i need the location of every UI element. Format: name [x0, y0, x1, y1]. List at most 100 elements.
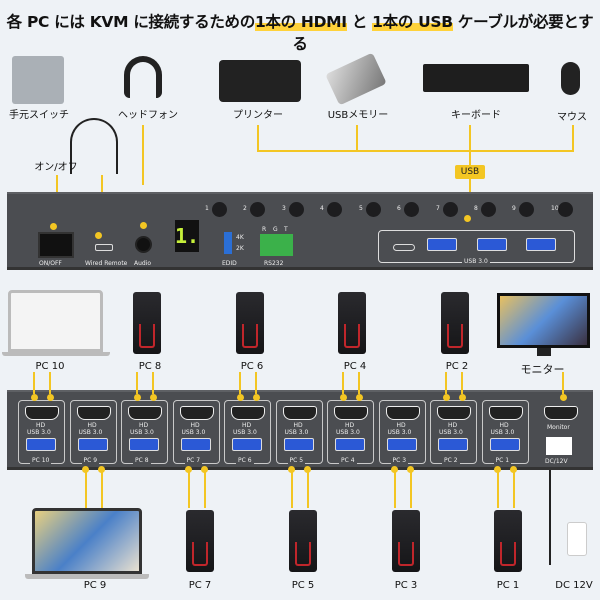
channel-button-6[interactable]	[404, 202, 419, 217]
device-label: PC 5	[291, 580, 315, 591]
hd-text: HD	[87, 422, 97, 429]
edid-switch[interactable]	[224, 232, 232, 254]
audio-jack[interactable]	[135, 236, 152, 253]
usb-port[interactable]	[26, 438, 56, 451]
laptop-pc9	[32, 508, 142, 574]
mouse-icon	[561, 62, 580, 95]
usb-drive-icon	[325, 52, 387, 106]
connection-dot	[304, 466, 311, 473]
hdmi-port[interactable]	[385, 406, 420, 420]
hd-text: HD	[190, 422, 200, 429]
channel-button-5[interactable]	[366, 202, 381, 217]
connection-dot	[458, 394, 466, 401]
channel-button-10[interactable]	[558, 202, 573, 217]
title-text: ケーブルが必要とする	[292, 13, 594, 53]
wire	[203, 470, 206, 508]
headphones-icon	[124, 56, 162, 98]
channel-button-label: 5	[359, 205, 363, 212]
pc-port-label: PC 1	[493, 457, 512, 464]
wire	[461, 372, 463, 394]
wired-remote-text: Wired Remote	[85, 260, 128, 267]
usb30-text: USB 3.0	[130, 429, 154, 436]
connection-dot	[149, 394, 157, 401]
usb-port[interactable]	[283, 438, 314, 451]
channel-button-7[interactable]	[443, 202, 458, 217]
hdmi-port[interactable]	[76, 406, 111, 420]
connection-dot	[140, 222, 147, 229]
hdmi-port[interactable]	[128, 406, 162, 420]
laptop-pc10	[8, 290, 103, 352]
rs232-text: RS232	[264, 260, 284, 267]
usb-c-port[interactable]	[393, 244, 415, 251]
device-label: モニター	[520, 363, 565, 376]
channel-button-3[interactable]	[289, 202, 304, 217]
connection-dot	[46, 394, 54, 401]
connection-dot	[252, 394, 260, 401]
usb-port[interactable]	[489, 438, 520, 451]
pc-tower-8	[133, 292, 161, 354]
device-label: PC 7	[188, 580, 212, 591]
kvm-back-panel: ON/OFF Wired Remote Audio 1. 4K 2K EDID …	[7, 192, 593, 270]
wired-remote-port[interactable]	[95, 244, 113, 251]
pc-port-label: PC 6	[236, 457, 254, 464]
laptop-base	[2, 352, 110, 356]
usb-port[interactable]	[526, 238, 556, 251]
hdmi-port[interactable]	[437, 406, 471, 420]
wire	[49, 372, 51, 394]
usb30-text: USB 3.0	[490, 429, 515, 436]
hdmi-port[interactable]	[179, 406, 214, 420]
device-label: PC 4	[343, 361, 367, 372]
wire	[572, 125, 574, 151]
monitor-hdmi-port[interactable]	[544, 406, 578, 420]
remote-cable	[70, 118, 118, 174]
hdmi-port[interactable]	[488, 406, 523, 420]
device-label: PC 10	[35, 361, 65, 372]
power-switch[interactable]	[38, 232, 74, 258]
hdmi-port[interactable]	[282, 406, 317, 420]
channel-button-2[interactable]	[250, 202, 265, 217]
channel-button-label: 4	[320, 205, 324, 212]
device-label: PC 6	[240, 361, 264, 372]
device-label: キーボード	[451, 110, 501, 121]
usb-port[interactable]	[477, 238, 507, 251]
usb-port[interactable]	[335, 438, 365, 451]
rs232-terminal[interactable]	[260, 234, 293, 256]
channel-button-1[interactable]	[212, 202, 227, 217]
connection-dot	[442, 394, 450, 401]
usb-port[interactable]	[180, 438, 211, 451]
channel-button-4[interactable]	[327, 202, 342, 217]
title-text: と	[346, 13, 373, 31]
usb-port[interactable]	[77, 438, 108, 451]
pc-port-label: PC 10	[30, 457, 52, 464]
channel-button-8[interactable]	[481, 202, 496, 217]
device-label: PC 2	[445, 361, 469, 372]
hdmi-port[interactable]	[25, 406, 59, 420]
pc-port-label: PC 9	[81, 457, 100, 464]
connection-dot	[355, 394, 363, 401]
hdmi-port[interactable]	[231, 406, 265, 420]
usb-port[interactable]	[129, 438, 159, 451]
dc-power-jack[interactable]	[546, 437, 572, 455]
connection-dot	[494, 466, 501, 473]
hdmi-port[interactable]	[334, 406, 368, 420]
usb-port[interactable]	[438, 438, 468, 451]
usb-port[interactable]	[427, 238, 457, 251]
usb-port[interactable]	[232, 438, 262, 451]
hd-text: HD	[345, 422, 355, 429]
edid-4k-text: 4K	[236, 234, 244, 241]
pc-tower-1	[494, 510, 522, 572]
hd-text: HD	[242, 422, 252, 429]
wire	[33, 372, 35, 394]
usb-port[interactable]	[386, 438, 417, 451]
pc-port-label: PC 2	[442, 457, 460, 464]
wired-remote-icon	[12, 56, 64, 104]
connection-dot	[30, 394, 38, 401]
channel-button-9[interactable]	[519, 202, 534, 217]
connection-dot	[98, 466, 105, 473]
